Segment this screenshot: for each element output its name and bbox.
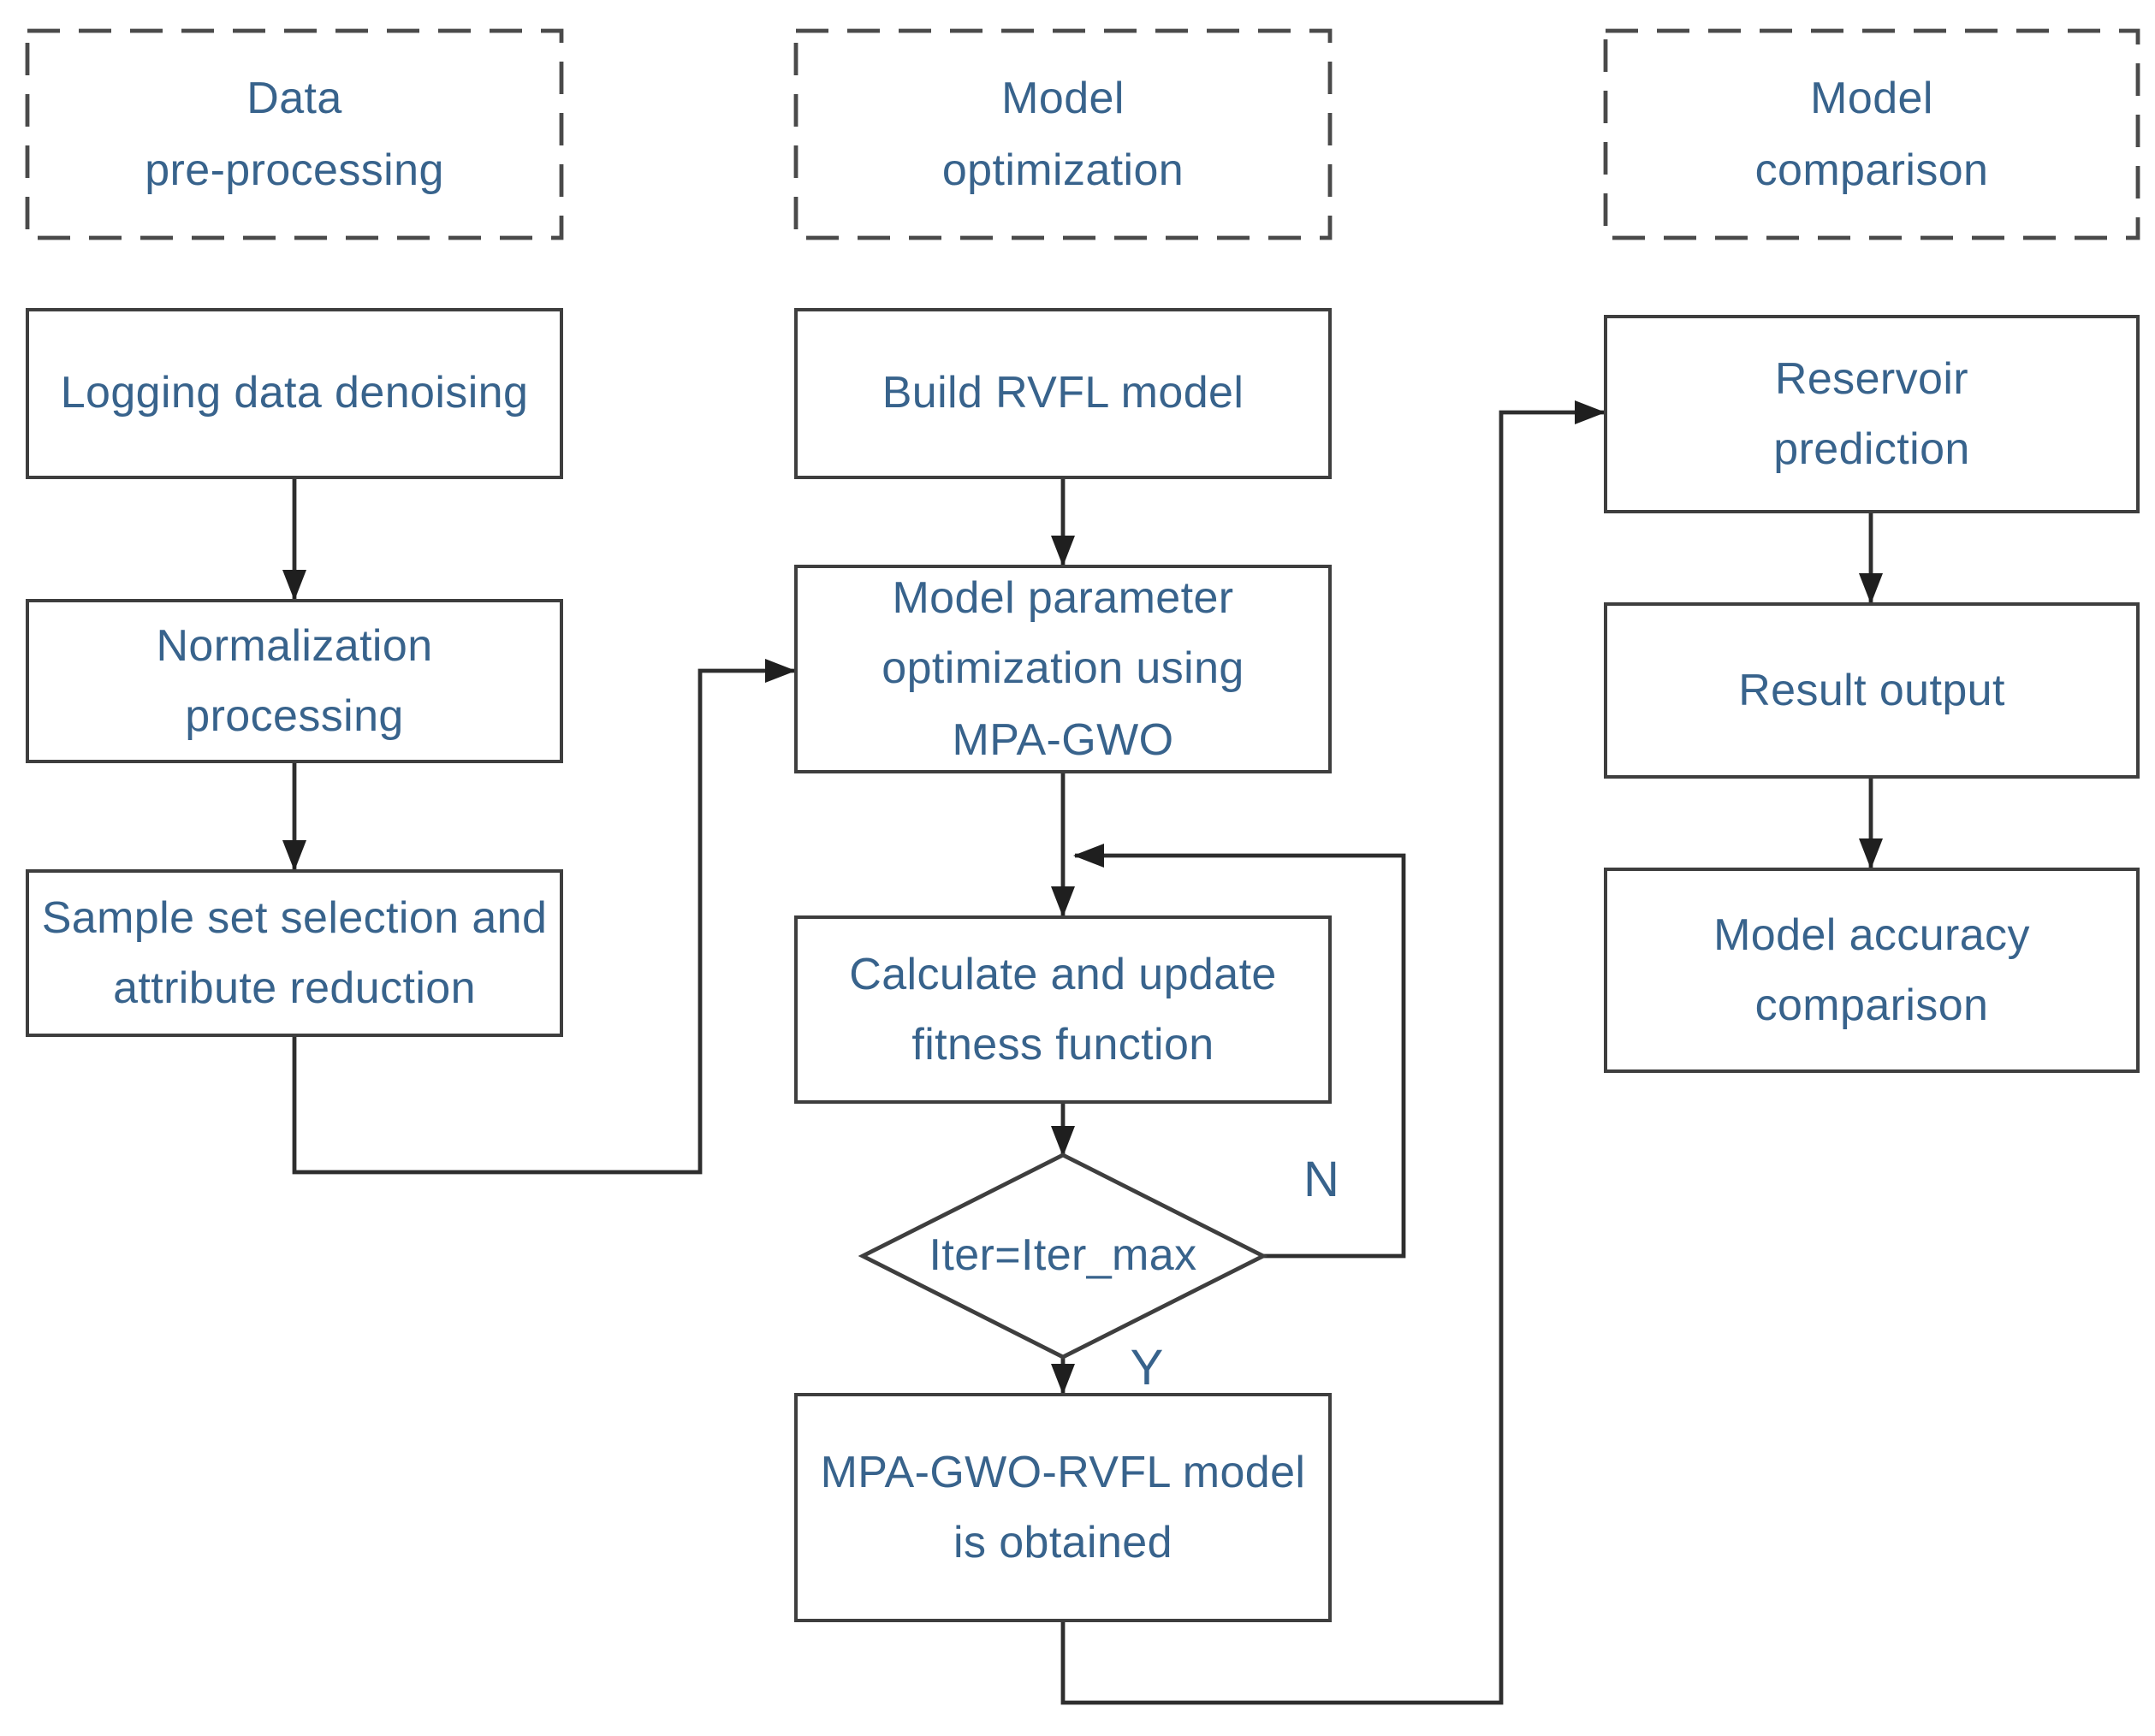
step-label: Result output [1738,663,2005,715]
step-mpa-gwo-rvfl-obtained: MPA-GWO-RVFL model is obtained [794,1393,1332,1622]
step-model-accuracy-comparison: Model accuracy comparison [1604,868,2140,1073]
phase-header-label: Model optimization [941,72,1184,194]
phase-header-label: Model comparison [1754,72,1989,194]
branch-label-no: N [1303,1153,1339,1208]
branch-label-yes: Y [1130,1342,1164,1396]
step-label: Model accuracy comparison [1713,908,2030,1030]
connector-mpa-to-reservoir [1060,400,1606,1705]
connector-sample-to-modelparam [292,659,796,1175]
step-label: Calculate and update fitness function [849,947,1277,1069]
step-label: Logging data denoising [60,366,529,418]
step-model-parameter-optimization: Model parameter optimization using MPA-G… [794,565,1332,773]
step-label: Sample set selection and attribute reduc… [41,891,548,1013]
decision-condition: Iter=Iter_max [863,1155,1263,1357]
phase-header-model-comparison: Model comparison [1604,29,2140,240]
phase-header-model-optimization: Model optimization [794,29,1332,240]
decision-diamond [858,1152,1268,1360]
decision-condition-label: Iter=Iter_max [929,1229,1197,1281]
step-label: Normalization processing [156,619,433,741]
step-build-rvfl-model: Build RVFL model [794,308,1332,479]
step-label: Model parameter optimization using MPA-G… [882,572,1244,765]
phase-frame-preprocessing [25,28,564,240]
phase-header-data-preprocessing: Data pre-processing [26,29,563,240]
step-label: Reservoir prediction [1773,352,1970,474]
step-sample-set-selection: Sample set selection and attribute reduc… [26,869,563,1037]
step-label: MPA-GWO-RVFL model is obtained [820,1445,1306,1567]
step-reservoir-prediction: Reservoir prediction [1604,315,2140,513]
step-result-output: Result output [1604,602,2140,779]
phase-frame-optimization [793,28,1333,240]
step-normalization-processing: Normalization processing [26,599,563,763]
step-label: Build RVFL model [882,366,1244,418]
phase-frame-comparison [1603,28,2140,240]
step-logging-data-denoising: Logging data denoising [26,308,563,479]
connector-no-feedback-loop [1073,844,1406,1259]
phase-header-label: Data pre-processing [145,72,444,194]
step-calculate-update-fitness: Calculate and update fitness function [794,915,1332,1104]
